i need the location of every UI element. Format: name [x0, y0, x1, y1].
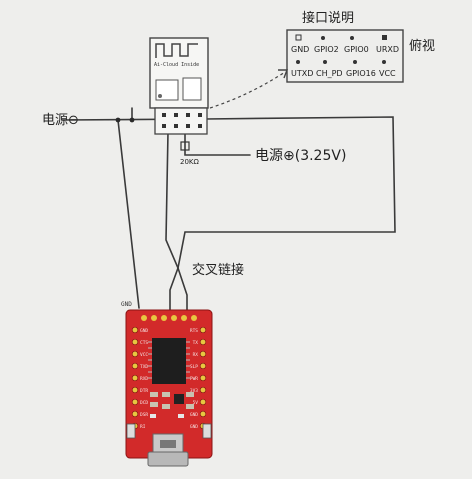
- svg-text:GND: GND: [140, 328, 148, 334]
- pin-label-vcc: VCC: [379, 69, 396, 78]
- power-positive-label: 电源⊕(3.25V): [255, 148, 346, 164]
- usb-port-opening: [160, 440, 176, 448]
- svg-text:DTR: DTR: [140, 388, 148, 394]
- pin-label-gpio0: GPIO0: [344, 45, 369, 54]
- antenna-trace: [155, 43, 198, 58]
- pin-marker: [321, 36, 325, 40]
- svg-text:RI: RI: [140, 424, 146, 430]
- svg-text:DCD: DCD: [140, 400, 148, 406]
- pinout-panel: 接口说明 GND GPIO2 GPIO0 URXD UTXD CH_PD GPI…: [286, 10, 435, 83]
- gnd-wire: [117, 119, 140, 309]
- chip-dot: [158, 94, 162, 98]
- pin-marker-square: [295, 34, 302, 41]
- gnd-label: GND: [121, 301, 132, 308]
- svg-text:DSR: DSR: [140, 412, 148, 418]
- svg-text:VCC: VCC: [140, 352, 148, 358]
- svg-text:5V: 5V: [193, 400, 199, 406]
- usb-serial-chip: [152, 338, 186, 384]
- svg-text:CTS: CTS: [140, 340, 148, 346]
- svg-text:GND: GND: [190, 424, 198, 430]
- left-pin-labels: GND CTS VCC TXD RXD DTR DCD DSR RI: [140, 328, 148, 430]
- right-loop-wire: [177, 116, 396, 269]
- cross-connection-label: 交叉链接: [192, 262, 244, 278]
- right-pin-column: [199, 326, 207, 430]
- pointer-arrow: [209, 71, 286, 109]
- pin-label-gnd: GND: [291, 45, 309, 54]
- usb-connector-shell: [147, 451, 189, 467]
- smd-components: [150, 392, 194, 418]
- right-pin-labels: RTS TX RX SLP PWR 3V3 5V GND GND: [190, 328, 198, 430]
- pin-marker: [323, 60, 327, 64]
- svg-text:RTS: RTS: [190, 328, 198, 334]
- usb-serial-board: GND CTS VCC TXD RXD DTR DCD DSR RI RTS T…: [125, 309, 213, 467]
- pin-label-utxd: UTXD: [291, 69, 313, 78]
- pin-marker: [296, 60, 300, 64]
- pin-label-urxd: URXD: [376, 45, 399, 54]
- top-view-label: 俯视: [409, 38, 435, 54]
- pin-label-gpio16: GPIO16: [346, 69, 376, 78]
- pin-marker: [353, 60, 357, 64]
- power-negative-label: 电源⊖: [42, 113, 79, 128]
- wires: [61, 107, 396, 313]
- power-positive-wire: [184, 131, 251, 156]
- pin-label-gpio2: GPIO2: [314, 45, 339, 54]
- svg-text:TXD: TXD: [140, 364, 148, 370]
- header-pins: [162, 113, 202, 128]
- svg-text:RXD: RXD: [140, 376, 148, 382]
- junction-dot: [129, 117, 135, 123]
- pin-marker: [350, 36, 354, 40]
- svg-text:TX: TX: [193, 340, 199, 346]
- module-chip: [182, 77, 202, 101]
- svg-text:GND: GND: [190, 412, 198, 418]
- chip-legs: [148, 341, 190, 379]
- antenna-text: Ai-Cloud Inside: [154, 62, 199, 68]
- esp-module: Ai-Cloud Inside: [149, 37, 209, 135]
- svg-text:PWR: PWR: [190, 376, 198, 382]
- junction-dot: [115, 117, 121, 123]
- module-rx-wire: [169, 267, 179, 313]
- svg-text:SLP: SLP: [190, 364, 198, 370]
- pin-label-ch-pd: CH_PD: [316, 69, 343, 78]
- pin-marker: [382, 60, 386, 64]
- pin-marker: [382, 35, 387, 40]
- left-pin-column: [131, 326, 139, 430]
- led-right: [202, 423, 212, 439]
- pinout-box: [286, 29, 404, 83]
- resistor-label: 20KΩ: [180, 158, 199, 166]
- led-left: [126, 423, 136, 439]
- pin-header: [154, 107, 208, 135]
- svg-text:RX: RX: [193, 352, 199, 358]
- resistor-symbol: [180, 141, 190, 151]
- top-header-pins: [141, 315, 197, 321]
- svg-text:3V3: 3V3: [190, 388, 198, 394]
- pinout-title: 接口说明: [302, 10, 354, 26]
